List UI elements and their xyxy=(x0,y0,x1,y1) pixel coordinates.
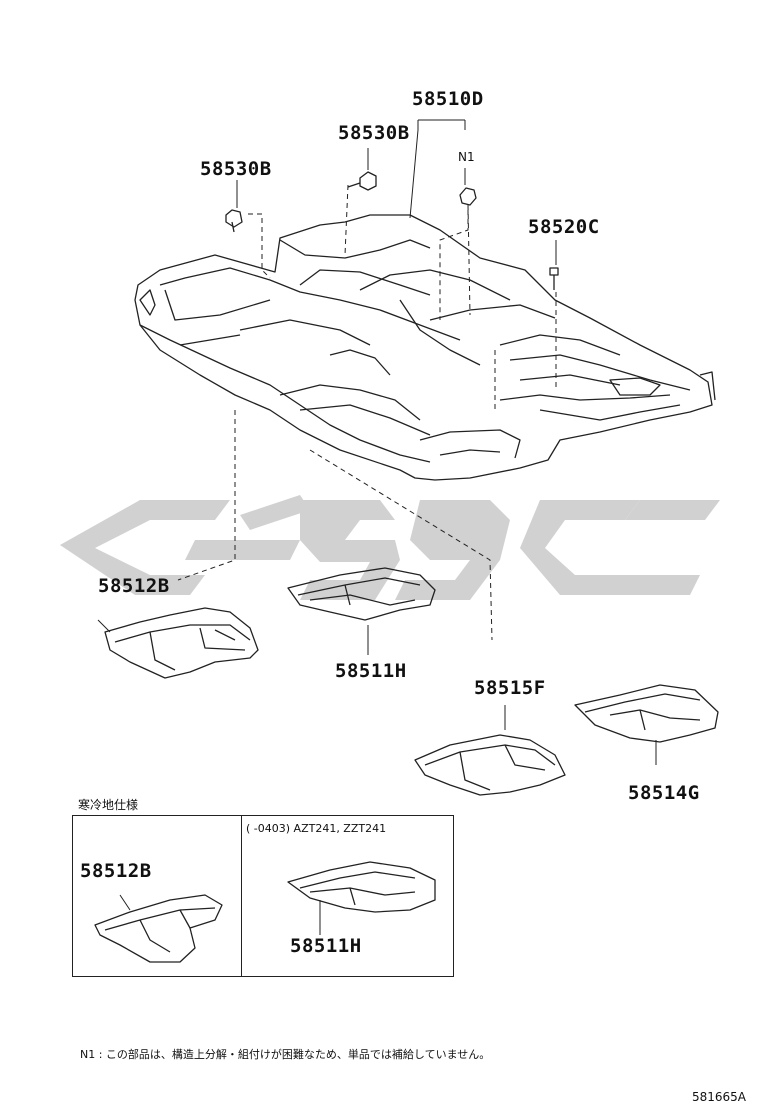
inset-title: 寒冷地仕様 xyxy=(78,798,139,812)
footnote: N1 : この部品は、構造上分解・組付けが困難なため、単品では補給していません。 xyxy=(80,1048,491,1061)
floor-carpet-assembly xyxy=(134,214,716,481)
dashed-leaders xyxy=(177,184,557,641)
inset-box-right xyxy=(241,815,454,977)
mat-58515F xyxy=(414,734,566,796)
inset-mat-58512B xyxy=(94,894,223,963)
clip-58530B-left xyxy=(225,209,243,233)
label-58530B-left[interactable]: 58530B xyxy=(200,158,272,180)
label-58520C[interactable]: 58520C xyxy=(528,216,600,238)
line-art xyxy=(94,119,719,963)
label-58511H[interactable]: 58511H xyxy=(335,660,407,682)
clip-58530B-right xyxy=(347,171,377,191)
mat-58512B xyxy=(104,607,259,679)
mat-58514G xyxy=(574,684,719,743)
inset-box-left xyxy=(72,815,242,977)
mat-58511H xyxy=(287,567,436,621)
label-58514G[interactable]: 58514G xyxy=(628,782,700,804)
watermark-logo xyxy=(60,495,720,600)
figure-code: 581665A xyxy=(692,1090,747,1104)
clip-58520C xyxy=(549,267,559,290)
label-58512B-inset[interactable]: 58512B xyxy=(80,860,152,882)
label-58515F[interactable]: 58515F xyxy=(474,677,546,699)
label-58530B-right[interactable]: 58530B xyxy=(338,122,410,144)
inset-mat-58511H xyxy=(287,861,436,913)
label-58510D[interactable]: 58510D xyxy=(412,88,484,110)
label-58512B[interactable]: 58512B xyxy=(98,575,170,597)
clip-N1 xyxy=(459,187,477,206)
leaders xyxy=(97,119,657,935)
label-N1[interactable]: N1 xyxy=(458,150,475,164)
inset-right-header: ( -0403) AZT241, ZZT241 xyxy=(246,822,387,835)
label-58511H-inset[interactable]: 58511H xyxy=(290,935,362,957)
